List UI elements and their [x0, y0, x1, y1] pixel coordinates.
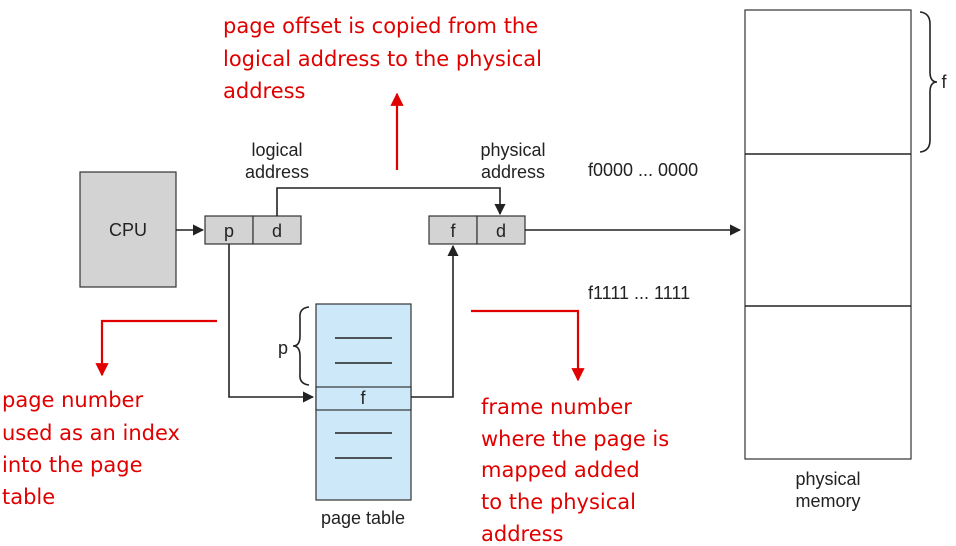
physical-f-label: f: [450, 221, 456, 241]
page-number-note-line-2: used as an index: [2, 421, 180, 445]
offset-note-line-3: address: [223, 79, 306, 103]
frame-end-label: f1111 ... 1111: [588, 283, 690, 303]
logical-address-label-1: logical: [251, 140, 302, 160]
p-index-path: [228, 244, 315, 403]
memory-frame-brace-label: f: [941, 72, 947, 92]
frame-number-note-line-5: address: [481, 522, 564, 546]
frame-number-note-line-3: mapped added: [481, 458, 640, 482]
frame-number-note-line-4: to the physical: [481, 490, 636, 514]
physical-memory: [744, 9, 912, 460]
page-number-note-arrow: [95, 319, 217, 377]
physical-memory-label-1: physical: [795, 469, 860, 489]
frame-number-path: [411, 244, 459, 398]
logical-d-label: d: [272, 221, 282, 241]
memory-frame-brace: [919, 11, 938, 153]
physical-d-label: d: [496, 221, 506, 241]
page-table-entry-row: [315, 386, 412, 411]
frame-start-label: f0000 ... 0000: [588, 160, 698, 180]
logical-p-label: p: [224, 221, 234, 241]
frame-number-note-arrow: [471, 309, 585, 382]
offset-copy-path: [276, 187, 506, 216]
page-number-note-line-4: table: [2, 485, 55, 509]
physical-address-label-2: address: [481, 162, 545, 182]
page-number-note-line-1: page number: [2, 388, 143, 412]
logical-address-label-2: address: [245, 162, 309, 182]
physical-memory-label-2: memory: [795, 491, 860, 511]
cpu-label: CPU: [109, 220, 147, 240]
page-table-p-brace: [292, 306, 310, 386]
cpu-box: [79, 171, 177, 288]
page-table-p-label: p: [278, 338, 288, 358]
page-number-note-line-3: into the page: [2, 453, 143, 477]
offset-note-line-1: page offset is copied from the: [223, 14, 538, 38]
frame-number-note-line-1: frame number: [481, 395, 632, 419]
page-table-label: page table: [321, 508, 405, 528]
frame-number-note-line-2: where the page is: [481, 427, 669, 451]
logical-p-cell: [204, 215, 254, 245]
page-table-entry-label: f: [360, 388, 366, 408]
offset-note-line-2: logical address to the physical: [223, 47, 542, 71]
physical-address-label-1: physical: [480, 140, 545, 160]
